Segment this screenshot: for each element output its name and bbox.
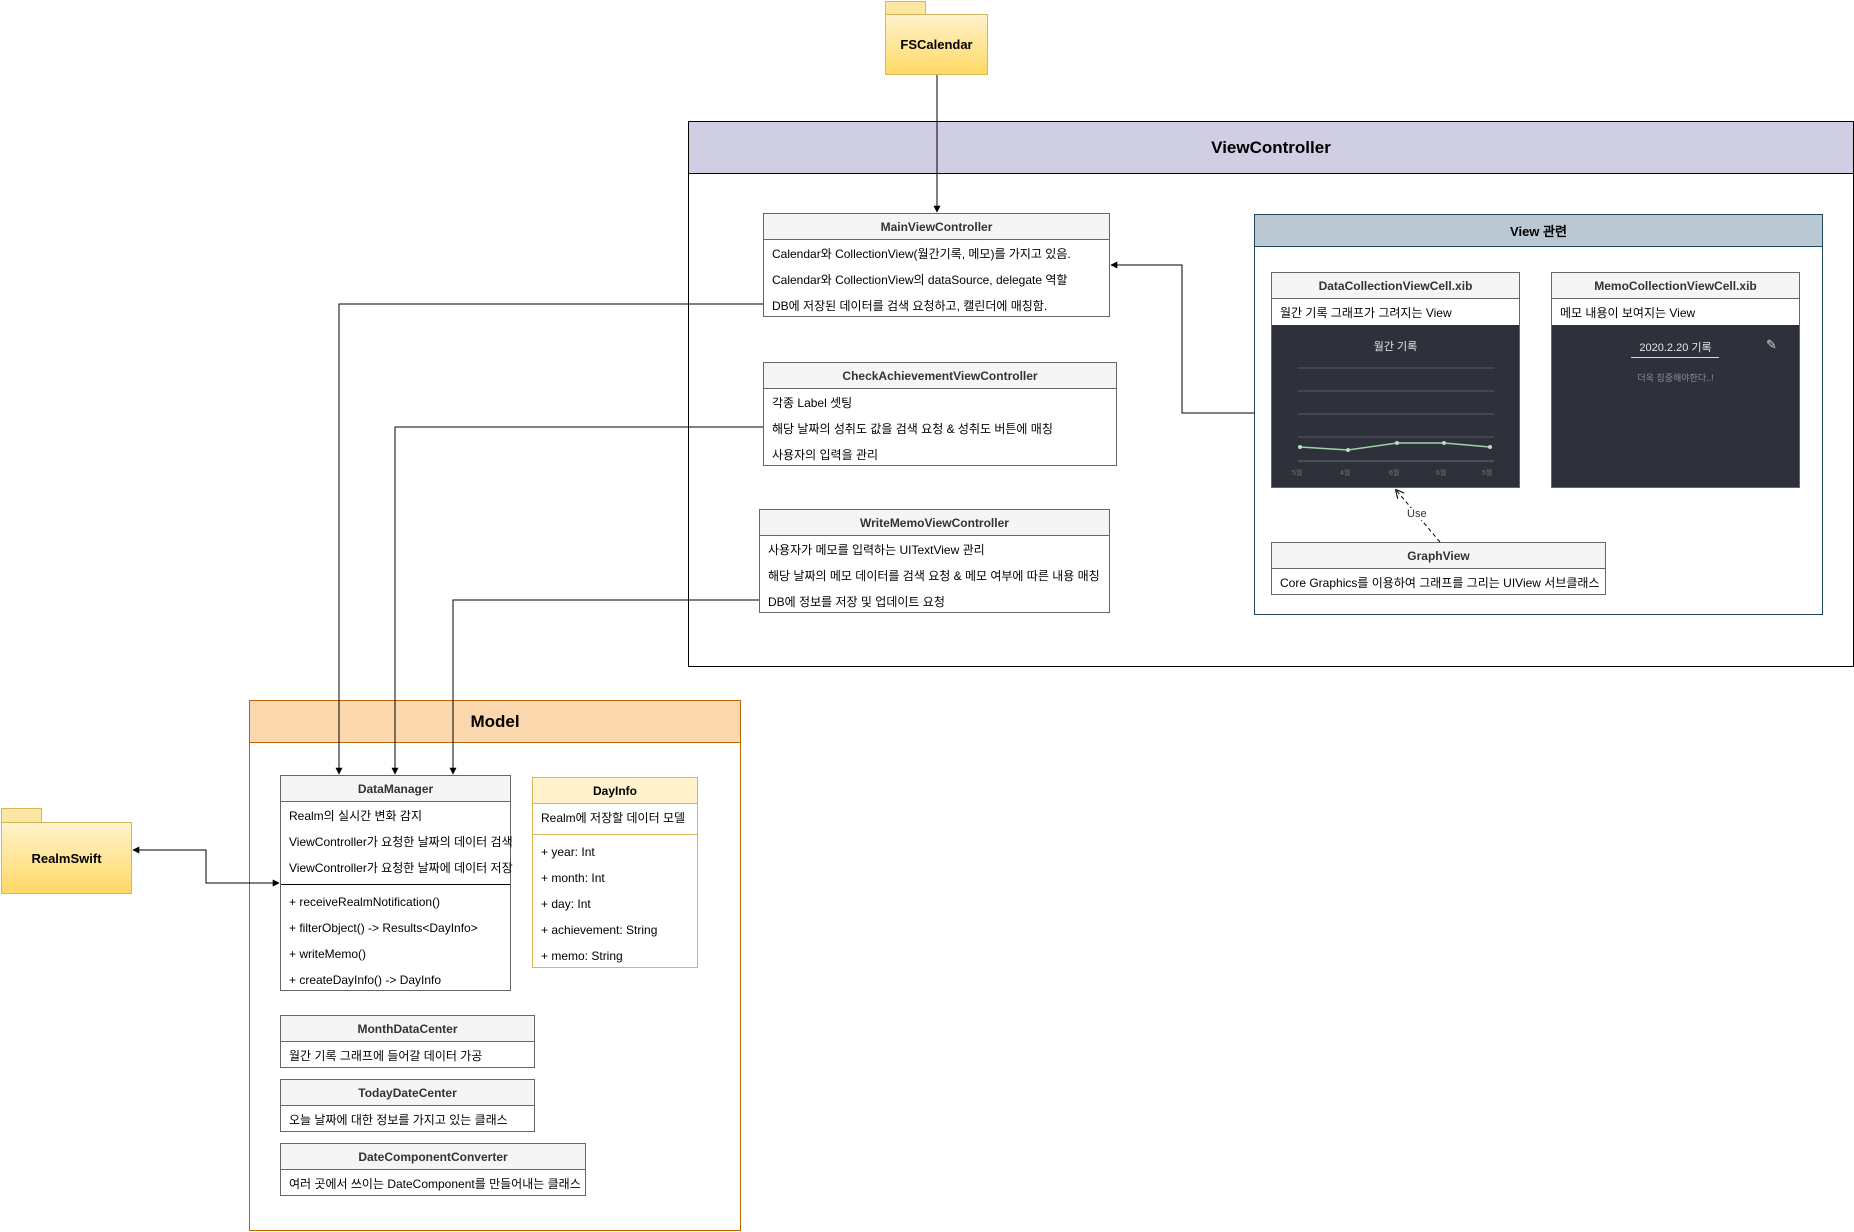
class-method: + filterObject() -> Results<DayInfo> bbox=[289, 921, 478, 935]
class-row: DB에 정보를 저장 및 업데이트 요청 bbox=[768, 594, 945, 609]
class-name: DataManager bbox=[281, 776, 510, 802]
class-row: 오늘 날짜에 대한 정보를 가지고 있는 클래스 bbox=[289, 1112, 508, 1127]
viewcontroller-title: ViewController bbox=[1211, 137, 1331, 157]
class-field: + achievement: String bbox=[541, 923, 658, 937]
datamanager-class: DataManager Realm의 실시간 변화 감지 ViewControl… bbox=[280, 775, 513, 991]
realmswift-package: RealmSwift bbox=[1, 808, 132, 894]
class-method: + createDayInfo() -> DayInfo bbox=[289, 973, 442, 987]
realmswift-label: RealmSwift bbox=[31, 850, 102, 866]
class-row: 사용자의 입력을 관리 bbox=[772, 447, 879, 462]
class-divider bbox=[533, 834, 697, 835]
class-row: Core Graphics를 이용하여 그래프를 그리는 UIView 서브클래… bbox=[1280, 575, 1600, 590]
class-row: DB에 저장된 데이터를 검색 요청하고, 캘린더에 매칭함. bbox=[772, 298, 1048, 313]
class-field: + day: Int bbox=[541, 897, 591, 911]
class-name: MainViewController bbox=[764, 214, 1109, 240]
view-group-header: View 관련 bbox=[1255, 215, 1822, 247]
class-name: DayInfo bbox=[533, 778, 697, 804]
class-attr: Realm에 저장할 데이터 모델 bbox=[541, 810, 686, 825]
viewcontroller-header: ViewController bbox=[689, 122, 1853, 174]
view-group-title: View 관련 bbox=[1510, 224, 1567, 239]
graphview-class: GraphView Core Graphics를 이용하여 그래프를 그리는 U… bbox=[1271, 542, 1606, 595]
class-name: WriteMemoViewController bbox=[760, 510, 1109, 536]
use-label: Use bbox=[1405, 508, 1429, 520]
class-row: 해당 날짜의 성취도 값을 검색 요청 & 성취도 버튼에 매칭 bbox=[772, 421, 1053, 436]
memo-date: 2020.2.20 기록 bbox=[1639, 342, 1712, 354]
class-row: Calendar와 CollectionView의 dataSource, de… bbox=[772, 272, 1068, 287]
class-name: TodayDateCenter bbox=[281, 1080, 534, 1106]
memo-underline bbox=[1631, 357, 1719, 358]
month-tick: 4월 bbox=[1340, 470, 1351, 477]
class-name: MonthDataCenter bbox=[281, 1016, 534, 1042]
memo-thumbnail: 2020.2.20 기록 ✎ 더욱 집중해야한다..! bbox=[1552, 325, 1799, 487]
datecomponentconverter-class: DateComponentConverter 여러 곳에서 쓰이는 DateCo… bbox=[280, 1143, 586, 1196]
writememoviewcontroller-class: WriteMemoViewController 사용자가 메모를 입력하는 UI… bbox=[759, 509, 1110, 613]
class-name: GraphView bbox=[1272, 543, 1605, 569]
class-name: CheckAchievementViewController bbox=[764, 363, 1116, 389]
class-method: + receiveRealmNotification() bbox=[289, 895, 441, 909]
monthdatacenter-class: MonthDataCenter 월간 기록 그래프에 들어갈 데이터 가공 bbox=[280, 1015, 535, 1068]
checkachievementviewcontroller-class: CheckAchievementViewController 각종 Label … bbox=[763, 362, 1117, 466]
month-tick: 5월 bbox=[1292, 470, 1303, 477]
class-row: 여러 곳에서 쓰이는 DateComponent를 만들어내는 클래스 bbox=[289, 1176, 581, 1191]
model-title: Model bbox=[470, 711, 520, 731]
todaydatecenter-class: TodayDateCenter 오늘 날짜에 대한 정보를 가지고 있는 클래스 bbox=[280, 1079, 535, 1132]
class-row: 메모 내용이 보여지는 View bbox=[1560, 305, 1696, 320]
monthly-graph-thumbnail: 월간 기록 5월 4월 6월 6월 5월 bbox=[1272, 325, 1519, 487]
dayinfo-class: DayInfo Realm에 저장할 데이터 모델 + year: Int + … bbox=[532, 777, 698, 968]
month-tick: 6월 bbox=[1436, 470, 1447, 477]
class-row: 월간 기록 그래프에 들어갈 데이터 가공 bbox=[289, 1048, 483, 1063]
class-field: + month: Int bbox=[541, 871, 605, 885]
class-row: 월간 기록 그래프가 그려지는 View bbox=[1280, 305, 1452, 320]
class-row: Calendar와 CollectionView(월간기록, 메모)를 가지고 … bbox=[772, 246, 1071, 261]
class-attr: Realm의 실시간 변화 감지 bbox=[289, 808, 422, 823]
fscalendar-package: FSCalendar bbox=[885, 1, 988, 75]
model-header: Model bbox=[250, 701, 740, 743]
class-row: 사용자가 메모를 입력하는 UITextView 관리 bbox=[768, 542, 985, 557]
class-method: + writeMemo() bbox=[289, 947, 367, 961]
fscalendar-label: FSCalendar bbox=[900, 37, 973, 52]
class-row: 해당 날짜의 메모 데이터를 검색 요청 & 메모 여부에 따른 내용 매칭 bbox=[768, 568, 1100, 583]
class-field: + year: Int bbox=[541, 845, 595, 859]
memo-text: 더욱 집중해야한다..! bbox=[1637, 373, 1714, 383]
class-attr: ViewController가 요청한 날짜의 데이터 검색 bbox=[289, 834, 513, 849]
class-divider bbox=[281, 884, 510, 885]
monthly-graph-title: 월간 기록 bbox=[1373, 341, 1418, 353]
class-row: 각종 Label 셋팅 bbox=[772, 395, 853, 410]
month-tick: 6월 bbox=[1389, 470, 1400, 477]
class-name: DataCollectionViewCell.xib bbox=[1272, 273, 1519, 299]
pencil-icon: ✎ bbox=[1766, 337, 1777, 352]
class-name: DateComponentConverter bbox=[281, 1144, 585, 1170]
class-attr: ViewController가 요청한 날짜에 데이터 저장 bbox=[289, 860, 513, 875]
monthly-graph-svg bbox=[1298, 367, 1494, 462]
class-name: MemoCollectionViewCell.xib bbox=[1552, 273, 1799, 299]
class-field: + memo: String bbox=[541, 949, 623, 963]
mainviewcontroller-class: MainViewController Calendar와 CollectionV… bbox=[763, 213, 1110, 317]
month-tick: 5월 bbox=[1482, 470, 1493, 477]
